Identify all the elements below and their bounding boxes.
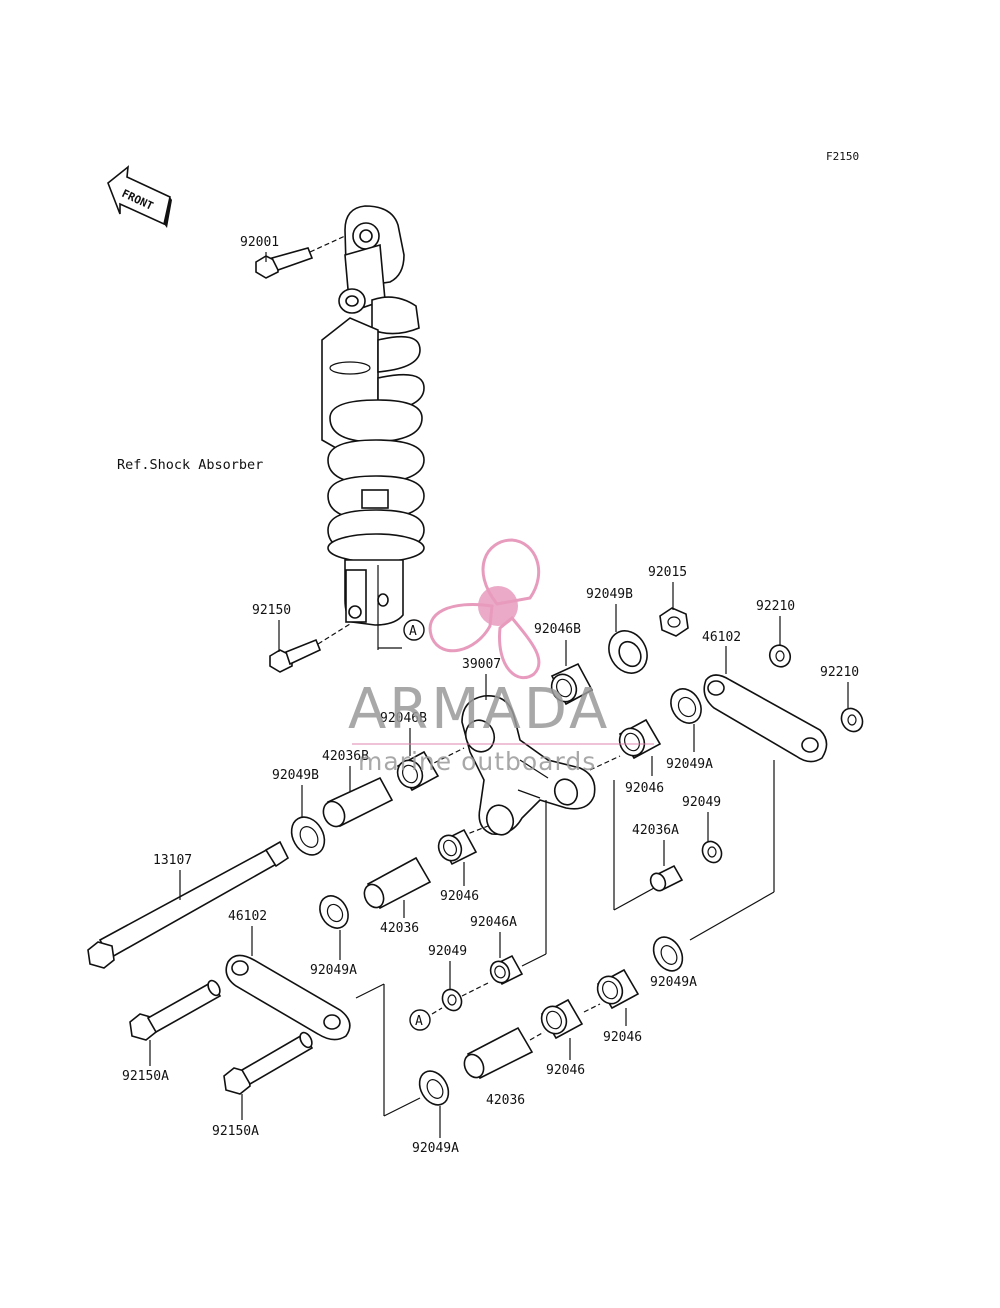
label-92049B-top: 92049B bbox=[586, 587, 633, 602]
collar-42036-c bbox=[363, 856, 432, 910]
marker-a-bottom: A bbox=[409, 800, 547, 1031]
label-92046-r2: 92046 bbox=[603, 1030, 642, 1045]
label-42036A: 42036A bbox=[632, 823, 679, 838]
link-46102-right bbox=[703, 674, 828, 763]
label-92015: 92015 bbox=[648, 565, 687, 580]
watermark-brand: ARMADA bbox=[348, 677, 610, 742]
collar-42036-b bbox=[463, 1026, 534, 1080]
bearing-92046-r2 bbox=[596, 968, 640, 1010]
bearing-92046B-a bbox=[550, 662, 594, 706]
bolt-92150A-2 bbox=[223, 1031, 314, 1095]
label-92001: 92001 bbox=[240, 235, 279, 250]
marker-a-top: A bbox=[378, 619, 425, 649]
label-46102-left: 46102 bbox=[228, 909, 267, 924]
bolt-92001 bbox=[255, 235, 346, 279]
washer-92049-r bbox=[701, 840, 723, 864]
watermark-tagline: marine outboards bbox=[358, 747, 596, 776]
bearing-92046-c1 bbox=[437, 828, 478, 866]
svg-text:A: A bbox=[415, 1014, 423, 1029]
shock-absorber bbox=[321, 205, 425, 650]
label-92046A: 92046A bbox=[470, 915, 517, 930]
bolt-92150A-1 bbox=[129, 979, 222, 1041]
svg-text:A: A bbox=[409, 624, 417, 639]
seal-92049A-l bbox=[319, 895, 349, 929]
reference-note: Ref.Shock Absorber bbox=[117, 457, 263, 473]
collar-42036B bbox=[322, 776, 394, 828]
seal-92049A-b bbox=[418, 1070, 450, 1106]
bearing-92046B-b bbox=[396, 750, 440, 792]
bearing-92046-c2 bbox=[540, 998, 584, 1040]
label-92049A-b: 92049A bbox=[412, 1141, 459, 1156]
seal-92049B-top bbox=[608, 630, 648, 674]
link-46102-left bbox=[225, 954, 351, 1041]
label-39007: 39007 bbox=[462, 657, 501, 672]
seal-92049A-r2 bbox=[652, 936, 684, 972]
bolt-92150 bbox=[269, 623, 351, 673]
label-92049A-r1: 92049A bbox=[666, 757, 713, 772]
label-46102-right: 46102 bbox=[702, 630, 741, 645]
label-92150A-2: 92150A bbox=[212, 1124, 259, 1139]
label-92210-a: 92210 bbox=[756, 599, 795, 614]
figure-code: F2150 bbox=[826, 150, 859, 163]
label-92049A-l: 92049A bbox=[310, 963, 357, 978]
label-42036B: 42036B bbox=[322, 749, 369, 764]
label-92046-c2: 92046 bbox=[546, 1063, 585, 1078]
label-92049B-left: 92049B bbox=[272, 768, 319, 783]
front-arrow-icon: FRONT bbox=[107, 165, 172, 228]
shaft-13107 bbox=[87, 840, 290, 969]
nut-92015 bbox=[659, 607, 689, 637]
label-92046-c1: 92046 bbox=[440, 889, 479, 904]
spring-coils bbox=[327, 335, 425, 563]
seal-92049A-r1 bbox=[670, 688, 702, 724]
watermark: ARMADA marine outboards bbox=[348, 538, 654, 776]
label-42036-b: 42036 bbox=[486, 1093, 525, 1108]
label-92046B-a: 92046B bbox=[534, 622, 581, 637]
label-92210-b: 92210 bbox=[820, 665, 859, 680]
label-92046B-b: 92046B bbox=[380, 711, 427, 726]
label-42036-c: 42036 bbox=[380, 921, 419, 936]
label-13107: 13107 bbox=[153, 853, 192, 868]
label-92049A-r2: 92049A bbox=[650, 975, 697, 990]
bearing-92046-r1 bbox=[618, 718, 662, 760]
washer-92210-b bbox=[840, 707, 864, 733]
label-92049-c: 92049 bbox=[428, 944, 467, 959]
propeller-logo-icon bbox=[428, 538, 541, 680]
label-92049-r: 92049 bbox=[682, 795, 721, 810]
label-92046-r1: 92046 bbox=[625, 781, 664, 796]
washer-92210-a bbox=[768, 644, 792, 668]
washer-92049-c bbox=[441, 988, 463, 1012]
bearing-92046A bbox=[489, 954, 524, 986]
label-92150A-1: 92150A bbox=[122, 1069, 169, 1084]
label-92150: 92150 bbox=[252, 603, 291, 618]
collar-42036A bbox=[649, 864, 684, 892]
seal-92049B-left bbox=[290, 816, 326, 856]
